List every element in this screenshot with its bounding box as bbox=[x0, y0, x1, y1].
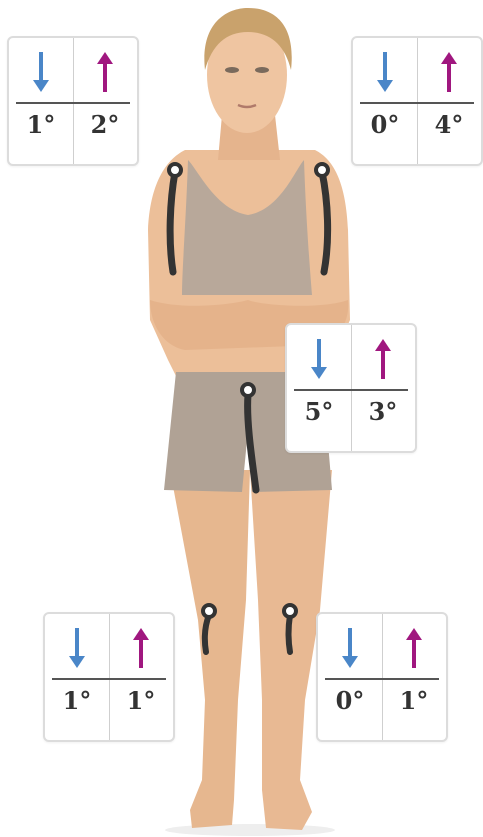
arrow-up-icon bbox=[405, 626, 423, 670]
value-rule bbox=[294, 389, 408, 391]
column-divider bbox=[417, 38, 418, 164]
arrow-down-icon bbox=[376, 50, 394, 94]
up-value: 4° bbox=[417, 110, 481, 139]
left-knee-card: 1° 1° bbox=[43, 612, 175, 742]
down-value: 0° bbox=[318, 686, 382, 715]
up-value: 2° bbox=[73, 110, 137, 139]
down-column: 1° bbox=[45, 614, 109, 740]
arrow-down-icon bbox=[341, 626, 359, 670]
column-divider bbox=[109, 614, 110, 740]
value-rule bbox=[325, 678, 439, 680]
arrow-up-icon bbox=[132, 626, 150, 670]
left-shoulder-card: 1° 2° bbox=[7, 36, 139, 166]
down-column: 0° bbox=[318, 614, 382, 740]
arrow-up-icon bbox=[440, 50, 458, 94]
down-value: 1° bbox=[45, 686, 109, 715]
down-column: 5° bbox=[287, 325, 351, 451]
down-value: 0° bbox=[353, 110, 417, 139]
column-divider bbox=[73, 38, 74, 164]
value-rule bbox=[52, 678, 166, 680]
arrow-down-icon bbox=[310, 337, 328, 381]
arrow-up-icon bbox=[374, 337, 392, 381]
up-column: 2° bbox=[73, 38, 137, 164]
up-column: 1° bbox=[382, 614, 446, 740]
groin-card: 5° 3° bbox=[285, 323, 417, 453]
arrow-down-icon bbox=[32, 50, 50, 94]
value-rule bbox=[360, 102, 474, 104]
up-column: 1° bbox=[109, 614, 173, 740]
down-value: 1° bbox=[9, 110, 73, 139]
column-divider bbox=[382, 614, 383, 740]
up-value: 1° bbox=[109, 686, 173, 715]
down-column: 1° bbox=[9, 38, 73, 164]
down-value: 5° bbox=[287, 397, 351, 426]
value-rule bbox=[16, 102, 130, 104]
right-shoulder-card: 0° 4° bbox=[351, 36, 483, 166]
arrow-down-icon bbox=[68, 626, 86, 670]
left-leg bbox=[170, 470, 250, 828]
up-column: 3° bbox=[351, 325, 415, 451]
up-value: 3° bbox=[351, 397, 415, 426]
up-value: 1° bbox=[382, 686, 446, 715]
up-column: 4° bbox=[417, 38, 481, 164]
column-divider bbox=[351, 325, 352, 451]
right-knee-card: 0° 1° bbox=[316, 612, 448, 742]
arrow-up-icon bbox=[96, 50, 114, 94]
down-column: 0° bbox=[353, 38, 417, 164]
